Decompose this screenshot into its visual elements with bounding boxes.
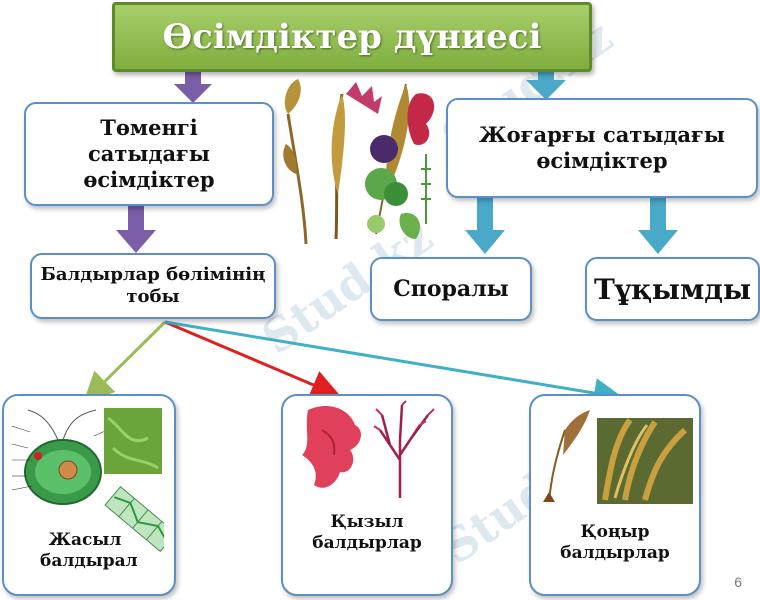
green-algae-label: Жасыл балдырал [40, 529, 138, 571]
lower-plants-box: Төменгі сатыдағы өсімдіктер [24, 102, 274, 206]
green-cell-diagram-image [8, 408, 164, 552]
spore-plants-box: Споралы [370, 257, 532, 321]
arrow-title-to-higher [526, 68, 566, 100]
seed-plants-box: Тұқымды [585, 257, 760, 321]
algae-collage-image [276, 74, 442, 244]
red-algae-label: Қызыл балдырлар [312, 511, 422, 553]
higher-plants-label: Жоғарғы сатыдағы өсімдіктер [479, 121, 725, 173]
page-title: Өсімдіктер дүниесі [112, 2, 592, 72]
higher-plants-box: Жоғарғы сатыдағы өсімдіктер [446, 98, 758, 198]
lower-plants-label: Төменгі сатыдағы өсімдіктер [83, 114, 215, 193]
brown-algae-label: Қоңыр балдырлар [560, 521, 670, 563]
brown-algae-image [535, 410, 695, 505]
spore-plants-label: Споралы [393, 276, 509, 302]
arrow-lower-to-algae [116, 206, 156, 253]
arrow-higher-to-seed [638, 198, 678, 254]
algae-division-label: Балдырлар бөлімінің тобы [40, 264, 266, 307]
arrow-title-to-lower [174, 72, 212, 103]
seed-plants-label: Тұқымды [593, 272, 752, 306]
slide-number: 6 [734, 574, 742, 590]
arrow-higher-to-spore [465, 198, 505, 254]
algae-division-box: Балдырлар бөлімінің тобы [30, 253, 276, 319]
red-algae-image [300, 400, 436, 500]
